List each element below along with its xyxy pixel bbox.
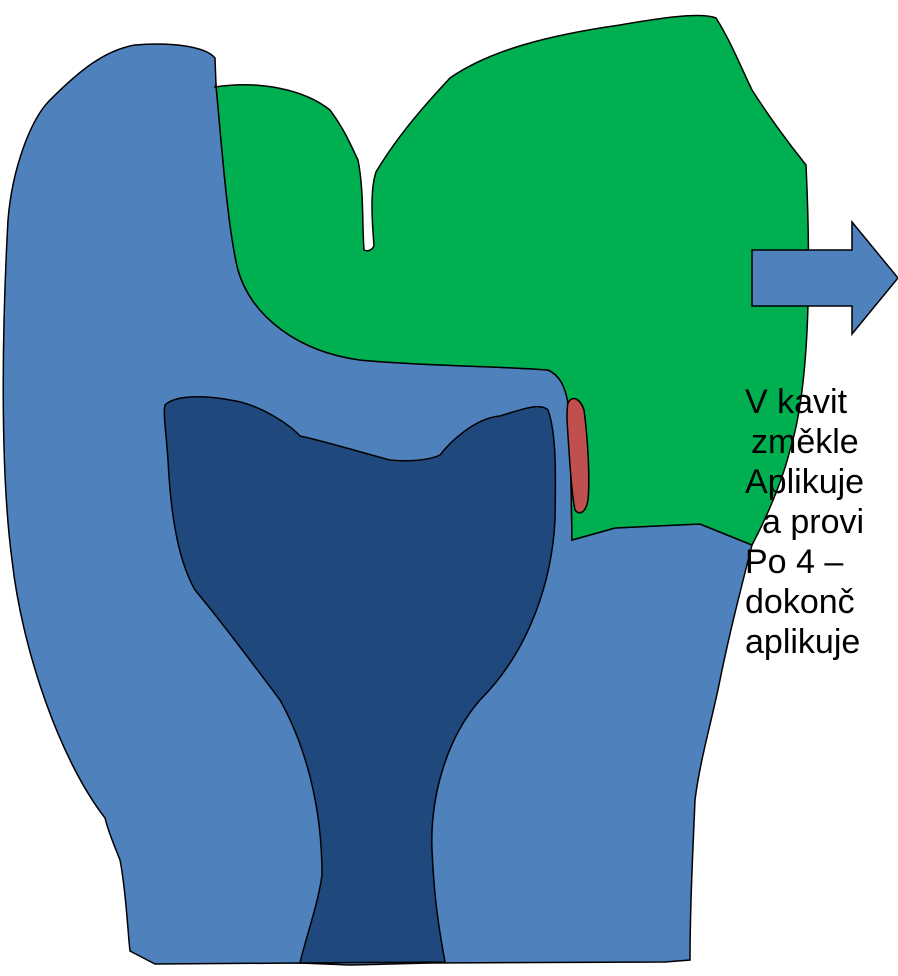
caption-line: V kavit (745, 382, 898, 422)
caption-line: a provi (762, 502, 898, 542)
caption-line: Aplikuje (745, 462, 898, 502)
caption-line: aplikuje (745, 622, 898, 662)
caption-text: V kavit změkle Aplikuje a provi Po 4 – d… (745, 382, 898, 662)
caption-line: změkle (751, 422, 898, 462)
caption-line: dokonč (745, 582, 898, 622)
caption-line: Po 4 – (745, 542, 898, 582)
